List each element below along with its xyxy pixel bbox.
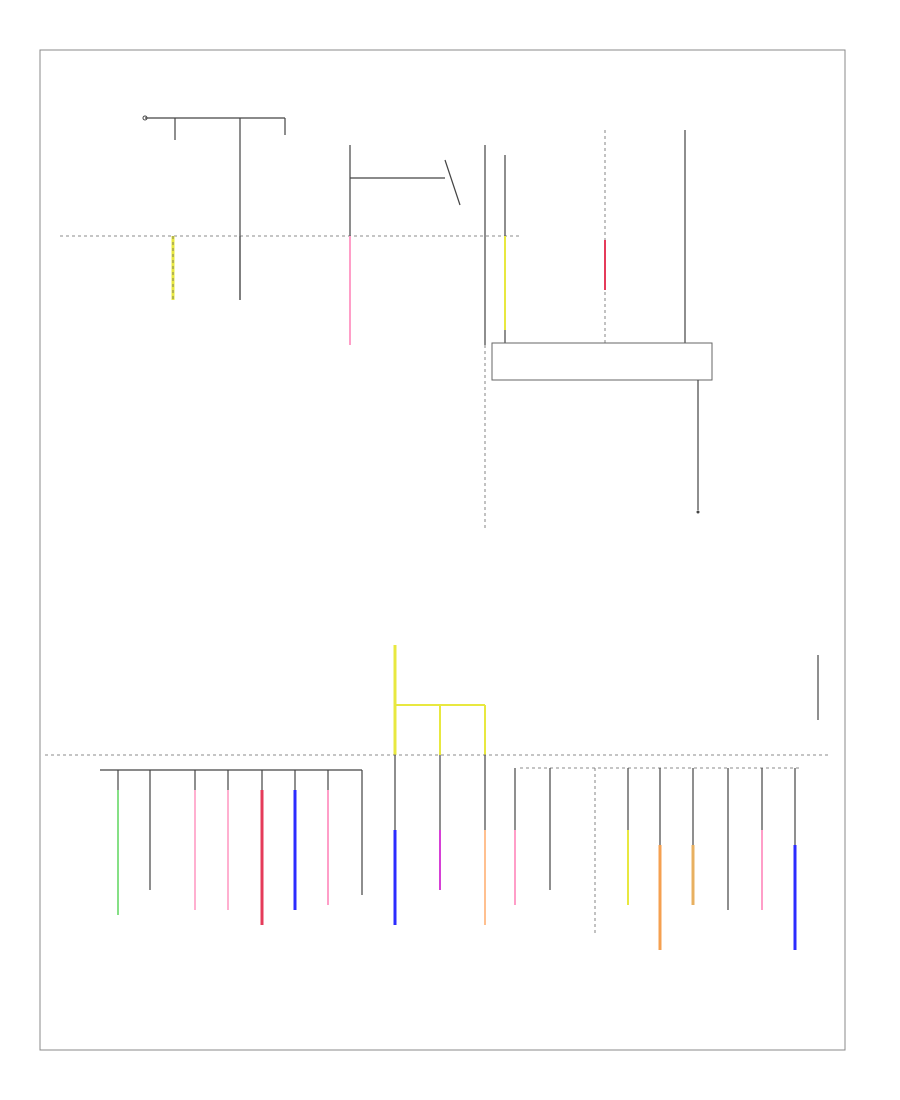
bottom-section [45,645,830,950]
diagram-frame [39,49,846,1051]
top-section [60,115,713,530]
module-box [491,342,713,381]
